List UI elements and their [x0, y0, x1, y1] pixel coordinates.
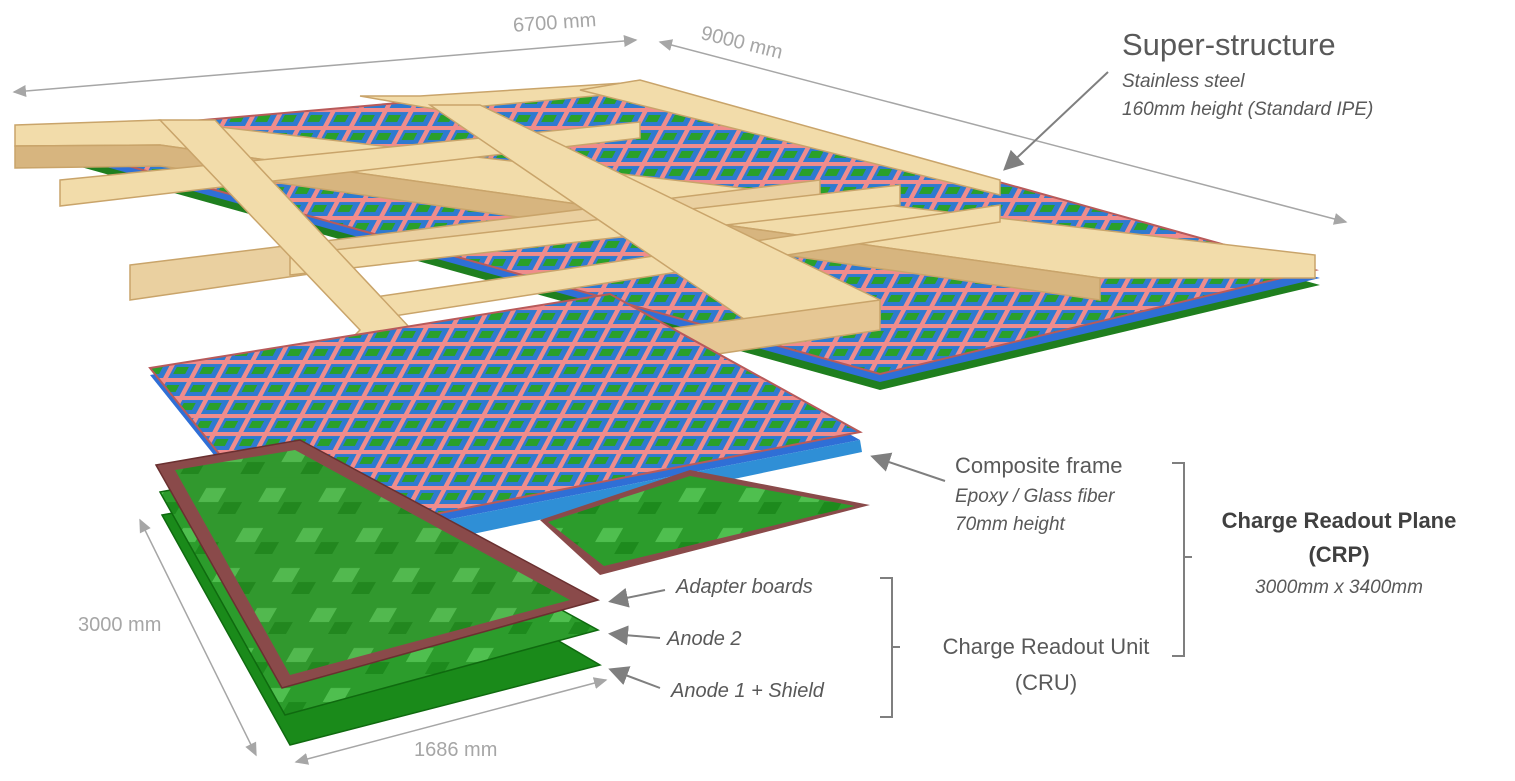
- dim-cru-width: 1686 mm: [414, 739, 498, 761]
- cru-title-line2: (CRU): [1014, 670, 1078, 695]
- leader-arrows: [608, 71, 1109, 689]
- cru-stack: [154, 439, 602, 746]
- crp-bracket: [1172, 462, 1192, 657]
- cru-bracket: [880, 577, 900, 718]
- cru-right-pcb: [548, 476, 855, 566]
- super-structure-material: Stainless steel: [1122, 71, 1245, 92]
- super-structure-height: 160mm height (Standard IPE): [1122, 99, 1374, 120]
- cru-title-line1: Charge Readout Unit: [942, 634, 1150, 659]
- composite-frame-height: 70mm height: [955, 514, 1065, 535]
- dim-cru-height: 3000 mm: [78, 614, 162, 636]
- crp-title-line2: (CRP): [1308, 542, 1370, 567]
- crp-title-line1: Charge Readout Plane: [1221, 508, 1457, 533]
- label-adapter-boards: Adapter boards: [676, 576, 813, 598]
- crp-size: 3000mm x 3400mm: [1255, 577, 1423, 598]
- label-anode-2: Anode 2: [667, 628, 742, 650]
- super-structure-title: Super-structure: [1122, 27, 1336, 62]
- dimension-lines: [12, 35, 1348, 765]
- label-anode-1-shield: Anode 1 + Shield: [671, 680, 824, 702]
- brackets: [880, 462, 1192, 718]
- composite-frame-title: Composite frame: [955, 453, 1123, 478]
- composite-frame-material: Epoxy / Glass fiber: [955, 486, 1115, 507]
